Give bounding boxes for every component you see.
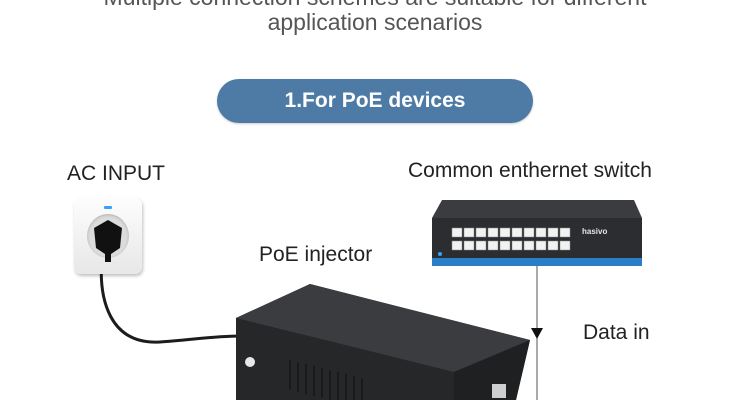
section-button-poe-devices[interactable]: 1.For PoE devices: [217, 79, 533, 123]
injector-label: PoE injector: [259, 243, 373, 266]
switch-brand: hasivo: [582, 227, 607, 236]
ac-input-label: AC INPUT: [67, 162, 166, 185]
section-button-label: 1.For PoE devices: [284, 89, 466, 112]
poe-injector: [236, 284, 530, 400]
outlet-led: [104, 206, 112, 209]
switch-label: Common enthernet switch: [408, 159, 652, 182]
data-in-label: Data in: [583, 321, 650, 344]
heading-line-main: application scenarios: [267, 9, 483, 35]
data-arrow-icon: [531, 328, 543, 339]
ethernet-switch: hasivo: [432, 200, 642, 266]
power-cable: [99, 255, 241, 344]
plug-icon: [94, 220, 122, 262]
wall-outlet: [74, 198, 142, 274]
heading-line-cut: Multiple connection schemes are suitable…: [0, 0, 750, 11]
